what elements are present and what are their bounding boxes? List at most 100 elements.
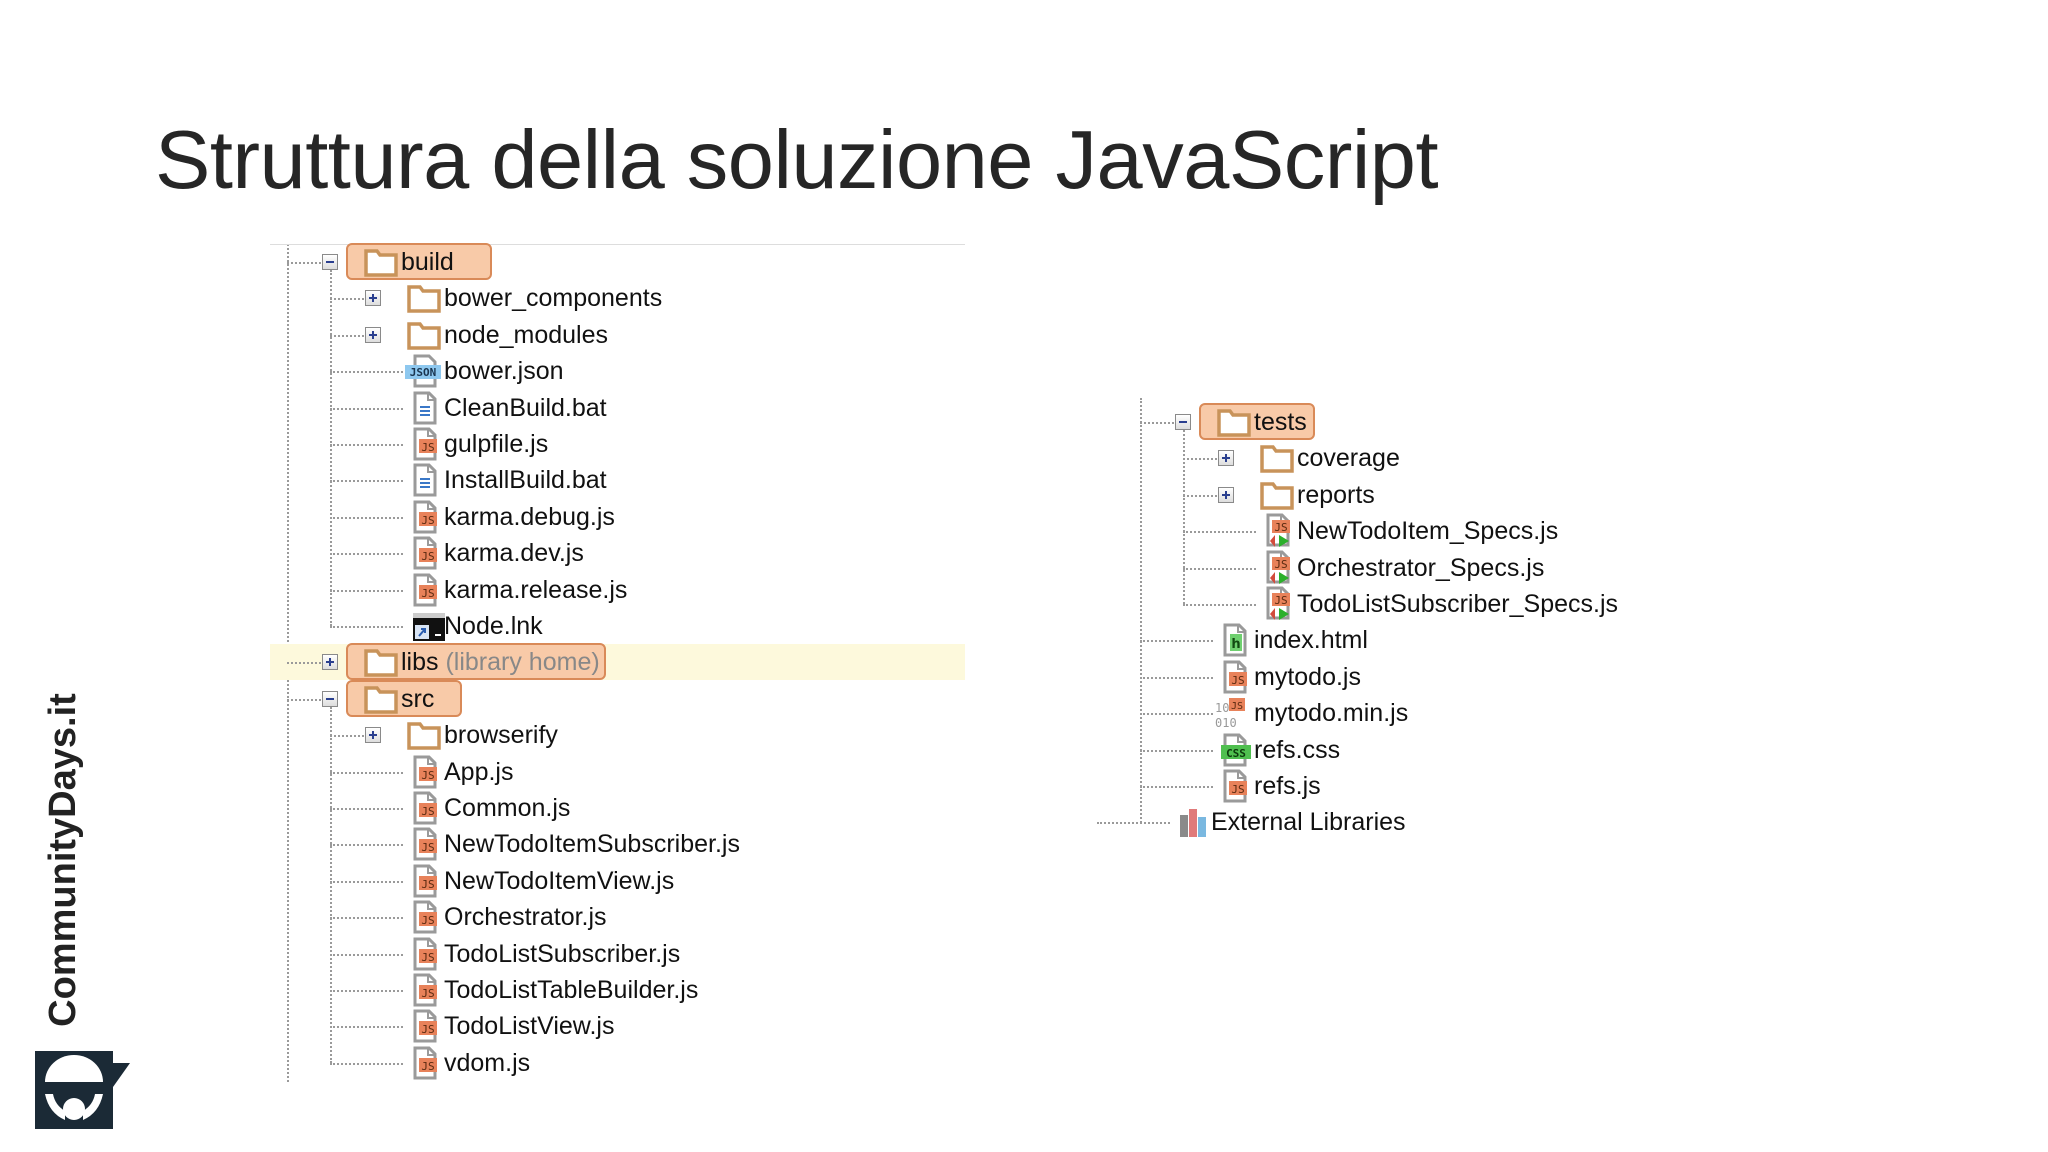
tree-connector [330, 553, 403, 556]
tree-connector [330, 735, 364, 738]
tree-item-label: bower_components [444, 280, 662, 316]
external-libraries-icon [1178, 805, 1210, 844]
tree-item[interactable]: Node.lnk [387, 608, 543, 644]
tree-guide-line [1140, 398, 1142, 823]
tree-item[interactable]: src [344, 679, 462, 717]
tree-item-label: mytodo.min.js [1254, 695, 1408, 731]
tree-item-label: InstallBuild.bat [444, 462, 607, 498]
tree-item[interactable]: coverage [1240, 440, 1400, 476]
tree-connector [330, 626, 403, 628]
tree-item[interactable]: build [344, 243, 492, 280]
tree-item[interactable]: JS TodoListView.js [387, 1008, 614, 1044]
collapse-toggle-icon[interactable] [322, 690, 338, 707]
tree-connector [330, 844, 403, 847]
tree-item[interactable]: JS Orchestrator_Specs.js [1240, 550, 1544, 586]
js-test-file-icon: JS [1264, 550, 1294, 591]
svg-text:CSS: CSS [1226, 747, 1246, 760]
tree-connector [330, 1062, 403, 1065]
expand-toggle-icon[interactable] [365, 326, 381, 343]
item-name: Orchestrator.js [444, 903, 607, 932]
js-file-icon: JS [1221, 660, 1251, 699]
item-name: mytodo.js [1254, 662, 1361, 691]
tree-item-label: index.html [1254, 622, 1368, 658]
svg-text:JS: JS [1274, 558, 1287, 571]
tree-item[interactable]: bower_components [387, 280, 662, 316]
tree-item[interactable]: node_modules [387, 317, 608, 353]
tree-connector [330, 771, 403, 774]
tree-item-label: TodoListSubscriber.js [444, 936, 680, 972]
js-file-icon: JS [411, 827, 441, 866]
tree-connector [330, 953, 403, 956]
expand-toggle-icon[interactable] [365, 290, 381, 307]
tree-item[interactable]: CleanBuild.bat [387, 390, 607, 426]
tree-item[interactable]: InstallBuild.bat [387, 462, 607, 498]
tree-connector [1140, 786, 1213, 788]
tree-item-label: refs.css [1254, 732, 1340, 768]
tree-connector [1140, 749, 1213, 752]
item-name: Orchestrator_Specs.js [1297, 553, 1545, 582]
item-name: tests [1254, 408, 1307, 436]
expand-toggle-icon[interactable] [1218, 486, 1234, 503]
json-file-icon: JSON [405, 354, 443, 393]
tree-item[interactable]: libs (library home) [344, 643, 606, 681]
item-name: TodoListView.js [444, 1012, 615, 1041]
tree-top-border [270, 244, 965, 245]
tree-item-label: tests [1254, 404, 1307, 440]
js-file-icon: JS [411, 791, 441, 830]
item-name: bower.json [444, 357, 564, 386]
tree-item[interactable]: browserify [387, 717, 558, 753]
item-name: App.js [444, 757, 514, 786]
svg-text:JS: JS [421, 1060, 434, 1073]
tree-item-label: TodoListView.js [444, 1008, 614, 1044]
svg-text:JS: JS [1231, 783, 1244, 796]
tree-connector [330, 589, 403, 592]
folder-icon [1260, 443, 1294, 478]
tree-connector [330, 808, 403, 810]
expand-toggle-icon[interactable] [322, 654, 338, 671]
expand-toggle-icon[interactable] [1218, 450, 1234, 467]
item-name: node_modules [444, 320, 609, 349]
folder-icon [1260, 480, 1294, 515]
item-name: Common.js [444, 794, 571, 822]
tree-item[interactable]: CSS refs.css [1197, 732, 1340, 768]
tree-connector [1183, 531, 1256, 534]
tree-connector [1183, 494, 1217, 497]
tree-guide-line [330, 270, 332, 626]
item-name: src [401, 684, 435, 713]
tree-item[interactable]: External Libraries [1154, 804, 1406, 840]
item-name: browserify [444, 721, 558, 750]
svg-text:JS: JS [421, 841, 434, 854]
expand-toggle-icon[interactable] [365, 727, 381, 744]
folder-icon [407, 720, 441, 755]
tree-item[interactable]: tests [1197, 403, 1315, 440]
svg-text:010: 010 [1215, 716, 1237, 730]
collapse-toggle-icon[interactable] [1175, 414, 1191, 430]
tree-connector [1140, 640, 1213, 643]
collapse-toggle-icon[interactable] [322, 254, 338, 270]
tree-item[interactable]: reports [1240, 477, 1375, 513]
tree-guide-line [1183, 430, 1185, 604]
tree-connector [1097, 822, 1170, 825]
item-name: TodoListSubscriber_Specs.js [1297, 590, 1618, 618]
svg-text:JS: JS [421, 1023, 434, 1036]
